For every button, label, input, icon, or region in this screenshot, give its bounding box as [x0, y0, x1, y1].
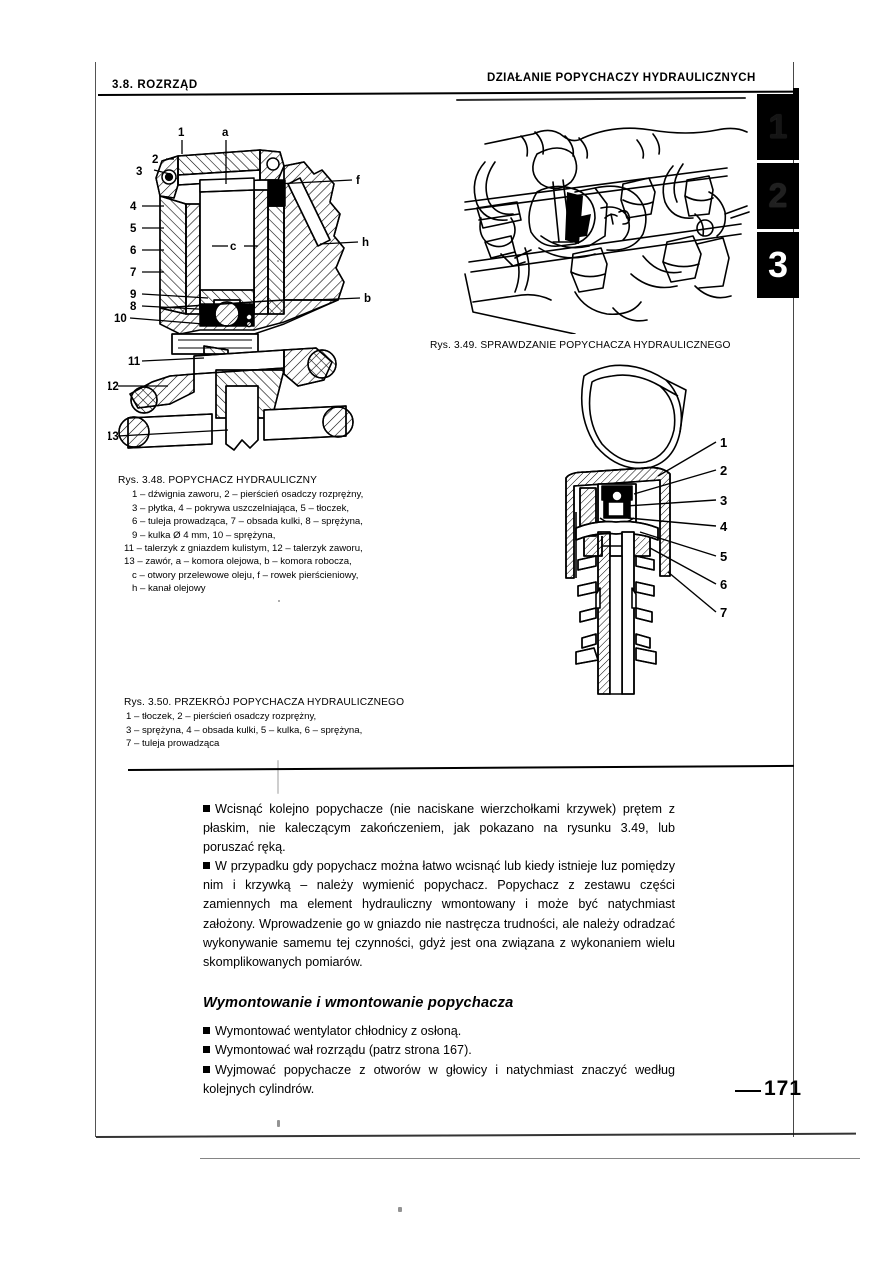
procedure-step-text: Wymontować wentylator chłodnicy z osłoną…	[215, 1023, 462, 1038]
body-paragraph-1-text: Wcisnąć kolejno popychacze (nie naciskan…	[203, 802, 675, 855]
figure-3-48-caption-title: Rys. 3.48. POPYCHACZ HYDRAULICZNY	[118, 475, 318, 486]
scan-speck	[277, 760, 279, 794]
legend-line: 3 – płytka, 4 – pokrywa uszczelniająca, …	[132, 502, 350, 514]
section-subheading: Wymontowanie i wmontowanie popychacza	[203, 994, 514, 1011]
svg-text:7: 7	[720, 605, 727, 620]
svg-text:4: 4	[720, 519, 728, 534]
figure-3-49-caption: Rys. 3.49. SPRAWDZANIE POPYCHACZA HYDRAU…	[430, 339, 731, 352]
svg-text:5: 5	[130, 223, 137, 235]
body-paragraph-2: W przypadku gdy popychacz można łatwo wc…	[203, 857, 675, 972]
legend-line: 11 – talerzyk z gniazdem kulistym, 12 – …	[124, 543, 363, 555]
procedure-step: Wyjmować popychacze z otworów w głowicy …	[203, 1061, 675, 1100]
procedure-step-text: Wyjmować popychacze z otworów w głowicy …	[203, 1062, 675, 1097]
svg-text:4: 4	[130, 201, 137, 213]
scan-speck	[278, 600, 280, 602]
legend-line: 9 – kulka Ø 4 mm, 10 – sprężyna,	[132, 529, 276, 541]
body-paragraph-2-text: W przypadku gdy popychacz można łatwo wc…	[203, 859, 675, 969]
svg-text:f: f	[356, 175, 360, 187]
procedure-step-text: Wymontować wał rozrządu (patrz strona 16…	[215, 1043, 472, 1058]
square-bullet-icon	[203, 1046, 210, 1054]
figure-3-50-caption-title: Rys. 3.50. PRZEKRÓJ POPYCHACZA HYDRAULIC…	[124, 697, 405, 708]
svg-text:13: 13	[108, 431, 119, 443]
legend-line: c – otwory przelewowe oleju, f – rowek p…	[132, 569, 359, 581]
body-paragraph-1: Wcisnąć kolejno popychacze (nie naciskan…	[203, 800, 675, 857]
svg-text:6: 6	[720, 577, 727, 592]
body-separator-rule	[127, 764, 794, 771]
svg-text:3: 3	[720, 493, 727, 508]
index-tab-3[interactable]: 3	[757, 232, 799, 298]
svg-text:9: 9	[130, 289, 136, 301]
svg-text:b: b	[364, 293, 371, 305]
legend-line: 7 – tuleja prowadząca	[126, 738, 220, 750]
svg-text:7: 7	[130, 267, 136, 279]
legend-line: 1 – dźwignia zaworu, 2 – pierścień osadc…	[132, 489, 364, 501]
index-tab-2[interactable]: 2	[757, 163, 799, 229]
scan-edge-right	[793, 62, 794, 1137]
procedure-step-list: Wymontować wentylator chłodnicy z osłoną…	[203, 1022, 675, 1100]
figure-3-48-legend: 1 – dźwignia zaworu, 2 – pierścień osadc…	[118, 488, 363, 595]
svg-text:11: 11	[128, 356, 141, 368]
index-tab-2-label: 2	[768, 177, 788, 215]
svg-text:1: 1	[720, 435, 727, 450]
square-bullet-icon	[203, 1065, 210, 1073]
square-bullet-icon	[203, 1026, 210, 1034]
scan-edge-left	[95, 62, 96, 1137]
header-topic-title: DZIAŁANIE POPYCHACZY HYDRAULICZNYCH	[487, 72, 756, 84]
svg-text:5: 5	[720, 549, 727, 564]
index-tab-3-label: 3	[767, 244, 789, 285]
legend-line: 13 – zawór, a – komora olejowa, b – komo…	[124, 556, 352, 568]
body-text: Wcisnąć kolejno popychacze (nie naciskan…	[203, 800, 675, 1100]
figure-3-49-caption-title: Rys. 3.49. SPRAWDZANIE POPYCHACZA HYDRAU…	[430, 340, 731, 351]
figure-3-48-caption: Rys. 3.48. POPYCHACZ HYDRAULICZNY 1 – dź…	[118, 474, 363, 596]
scan-edge-bottom	[95, 1132, 856, 1138]
tab-corner-mark	[793, 88, 799, 96]
figure-3-50-legend: 1 – tłoczek, 2 – pierścień osadczy rozpr…	[124, 710, 404, 750]
svg-text:12: 12	[108, 381, 119, 393]
index-tab-1[interactable]: 1	[757, 94, 799, 160]
svg-text:2: 2	[152, 154, 158, 166]
figure-3-50-caption: Rys. 3.50. PRZEKRÓJ POPYCHACZA HYDRAULIC…	[124, 696, 404, 751]
square-bullet-icon	[203, 862, 210, 870]
index-tab-1-label: 1	[768, 108, 788, 146]
svg-text:8: 8	[130, 301, 137, 313]
scan-speck	[398, 1207, 402, 1212]
figure-3-49-drawing	[455, 96, 755, 334]
figure-3-50-drawing: 1 2 3 4 5 6 7	[540, 360, 770, 695]
svg-text:3: 3	[136, 166, 142, 178]
legend-line: 6 – tuleja prowadząca, 7 – obsada kulki,…	[132, 516, 363, 528]
svg-text:a: a	[222, 127, 229, 139]
legend-line: h – kanał olejowy	[132, 583, 206, 595]
square-bullet-icon	[203, 805, 210, 812]
scan-speck	[277, 1120, 280, 1127]
svg-text:10: 10	[114, 313, 127, 325]
legend-line: 3 – sprężyna, 4 – obsada kulki, 5 – kulk…	[126, 724, 363, 736]
legend-line: 1 – tłoczek, 2 – pierścień osadczy rozpr…	[126, 711, 317, 723]
figure-3-48-drawing: 1 2 3 4 5 6 7 9 8 10 11 12 13 f h b a c	[108, 118, 408, 468]
svg-text:c: c	[230, 241, 237, 253]
page-number: 171	[764, 1077, 803, 1100]
procedure-step: Wymontować wał rozrządu (patrz strona 16…	[203, 1041, 675, 1060]
scan-edge-bottom-secondary	[200, 1158, 860, 1159]
header-section-title: 3.8. ROZRZĄD	[112, 79, 198, 91]
procedure-step: Wymontować wentylator chłodnicy z osłoną…	[203, 1022, 675, 1041]
svg-text:1: 1	[178, 127, 185, 139]
svg-text:6: 6	[130, 245, 136, 257]
page-number-rule	[735, 1090, 761, 1092]
svg-text:2: 2	[720, 463, 727, 478]
svg-text:h: h	[362, 237, 369, 249]
